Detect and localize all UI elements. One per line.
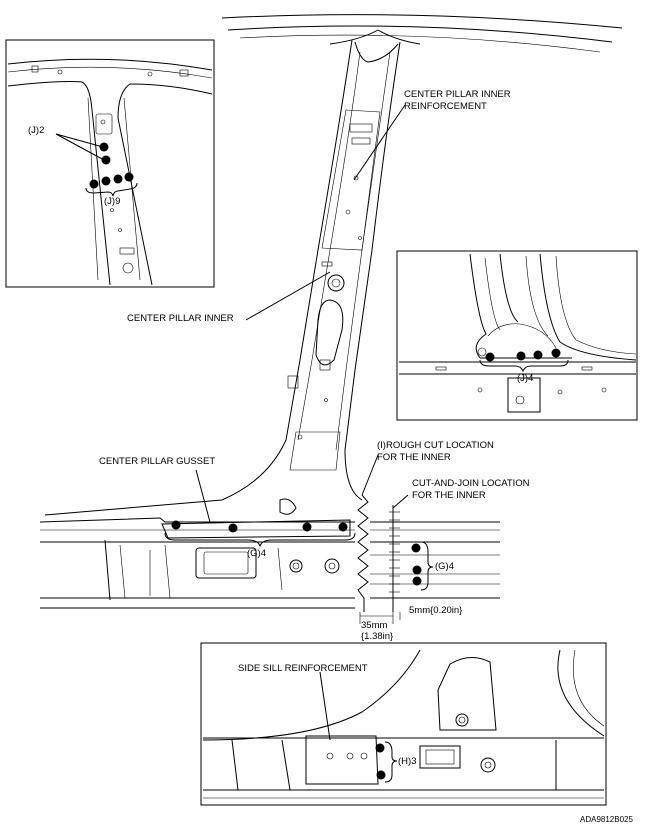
center-pillar [44, 39, 401, 516]
inset-bottom [200, 642, 607, 806]
label-center-pillar-gusset: CENTER PILLAR GUSSET [99, 456, 216, 467]
leaders [195, 104, 409, 523]
label-h3: (H)3 [398, 756, 417, 767]
label-dim-35mm: 35mm {1.38in} [361, 620, 394, 642]
figure-code: ADA9812B025 [580, 815, 633, 824]
label-j9: (J)9 [104, 196, 121, 207]
side-welds [411, 541, 434, 591]
inset-right [396, 250, 638, 421]
label-dim-5mm: 5mm{0.20in} [409, 605, 463, 616]
cut-join-line [389, 505, 400, 612]
label-rough-cut: (I)ROUGH CUT LOCATION FOR THE INNER [377, 440, 494, 463]
rough-cut-line [357, 494, 369, 612]
gusset-welds [164, 520, 356, 548]
dimensions [359, 612, 401, 624]
label-j2: (J)2 [28, 125, 45, 136]
label-center-pillar-inner: CENTER PILLAR INNER [127, 313, 234, 324]
side-sill [39, 517, 500, 609]
label-g4-main: (G)4 [247, 548, 266, 559]
label-j4: (J)4 [517, 373, 534, 384]
label-side-sill-reinforcement: SIDE SILL REINFORCEMENT [238, 663, 368, 674]
roof-rail [221, 14, 623, 53]
inset-top-left [5, 39, 215, 288]
label-cut-and-join: CUT-AND-JOIN LOCATION FOR THE INNER [412, 478, 530, 501]
label-g4-side: (G)4 [435, 561, 454, 572]
label-center-pillar-inner-reinforcement: CENTER PILLAR INNER REINFORCEMENT [404, 89, 511, 112]
